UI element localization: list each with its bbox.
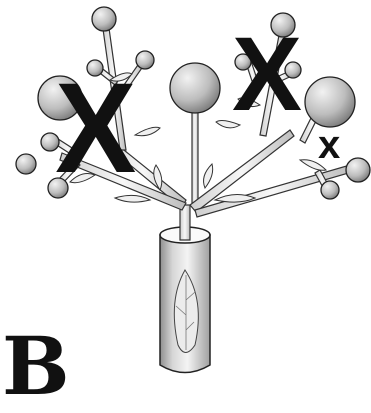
mark-x-left: X [55,57,136,200]
panel-label: B [2,326,70,406]
mark-x-right: X [232,16,302,133]
vial-icon [160,227,210,373]
mark-x-small: x [318,123,340,167]
